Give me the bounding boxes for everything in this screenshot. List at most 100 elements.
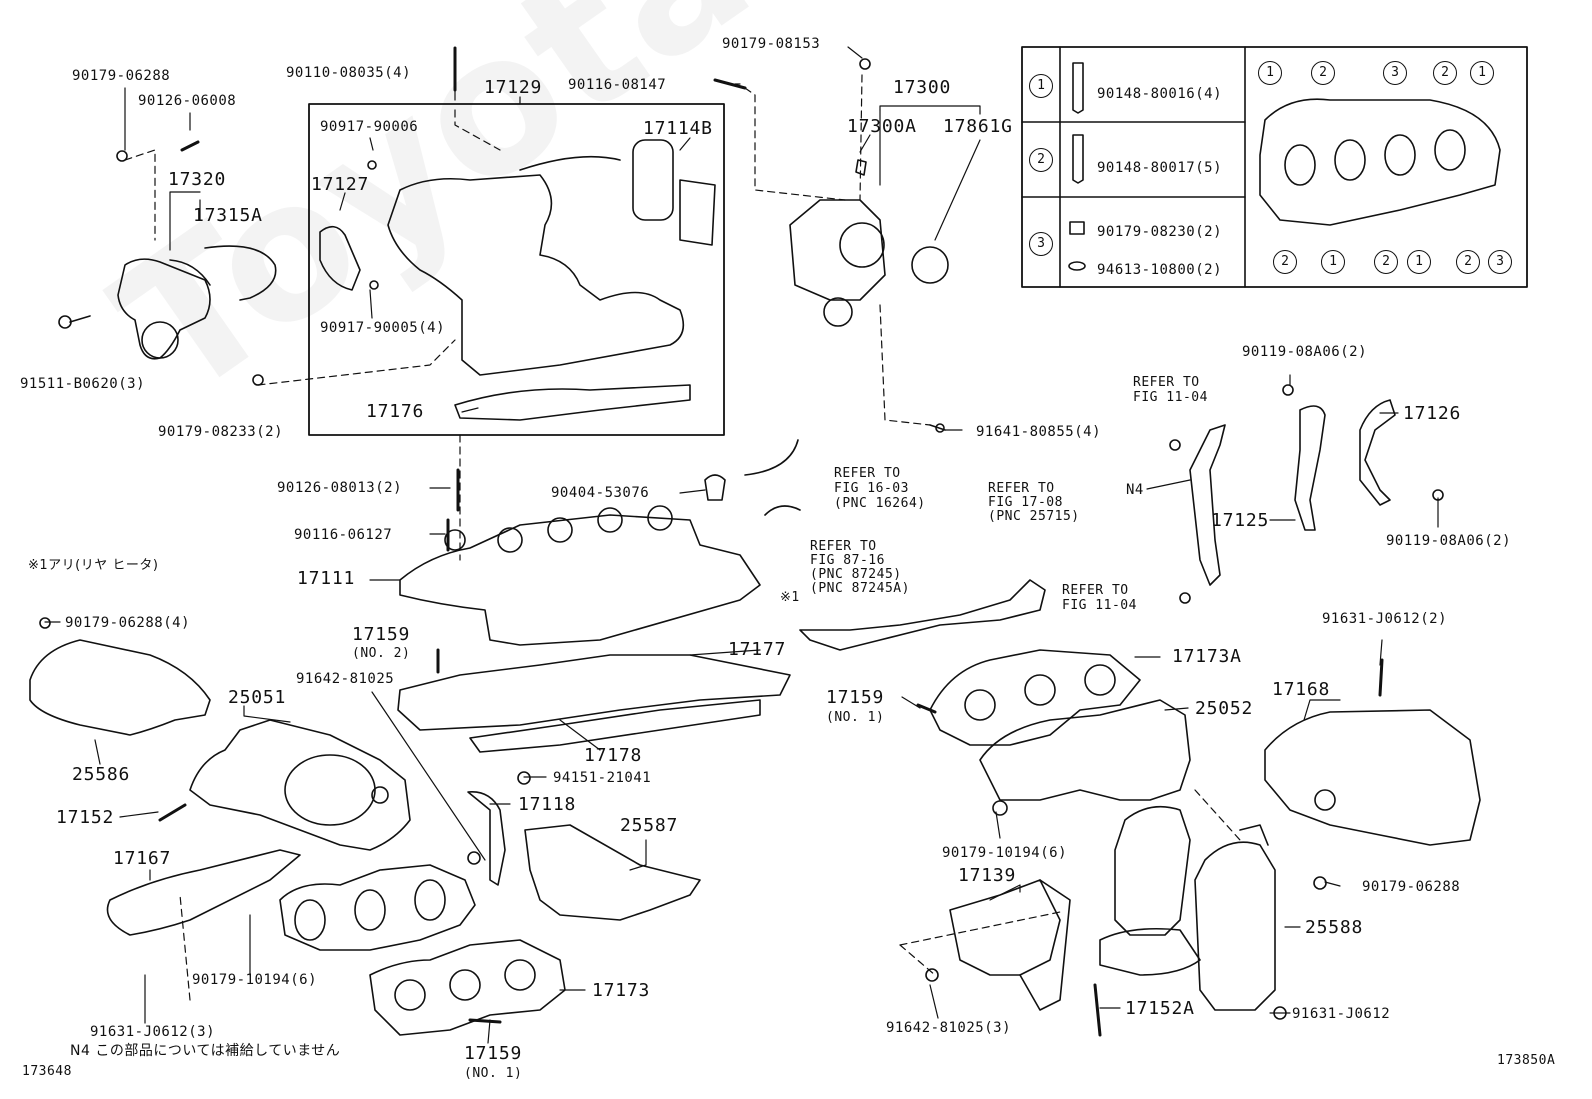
part-label-17176[interactable]: 17176 xyxy=(366,401,425,422)
gasket-mark-top-1: 1 xyxy=(1258,61,1282,85)
part-label-90119-08a06-bottom[interactable]: 90119-08A06(2) xyxy=(1386,533,1512,549)
intake-gaskets xyxy=(397,648,791,753)
part-label-90126-08013[interactable]: 90126-08013(2) xyxy=(277,480,403,496)
part-label-90116-08147[interactable]: 90116-08147 xyxy=(568,77,667,93)
gasket-mark-bottom-5: 2 xyxy=(1456,250,1480,274)
part-label-90116-06127[interactable]: 90116-06127 xyxy=(294,527,393,543)
part-label-17320[interactable]: 17320 xyxy=(168,169,227,190)
intake-manifold xyxy=(252,46,747,421)
part-label-17300a[interactable]: 17300A xyxy=(847,116,917,137)
gasket-mark-top-3: 3 xyxy=(1383,61,1407,85)
legend-row-number-2: 2 xyxy=(1029,148,1053,172)
part-label-90179-08233[interactable]: 90179-08233(2) xyxy=(158,424,284,440)
part-label-25586[interactable]: 25586 xyxy=(72,764,131,785)
dashed-assembly-lines xyxy=(124,74,1241,1001)
legend-part-90148-80017[interactable]: 90148-80017(5) xyxy=(1097,160,1223,176)
part-label-90917-90005[interactable]: 90917-90005(4) xyxy=(320,320,446,336)
part-label-90179-10194-left[interactable]: 90179-10194(6) xyxy=(192,972,318,988)
part-label-91631-j0612-2[interactable]: 91631-J0612(2) xyxy=(1322,611,1448,627)
part-label-17167[interactable]: 17167 xyxy=(113,848,172,869)
part-label-91631-j0612-3[interactable]: 91631-J0612(3) xyxy=(90,1024,216,1040)
part-label-17159-no2[interactable]: 17159 xyxy=(352,624,411,645)
gasket-mark-top-2: 2 xyxy=(1311,61,1335,85)
part-label-90179-10194-right[interactable]: 90179-10194(6) xyxy=(942,845,1068,861)
right-catalytic-converters xyxy=(992,800,1287,1037)
part-label-17129[interactable]: 17129 xyxy=(484,77,543,98)
legend-part-90148-80016[interactable]: 90148-80016(4) xyxy=(1097,86,1223,102)
part-label-91642-81025[interactable]: 91642-81025 xyxy=(296,671,395,687)
n4-supply-note: N4 この部品については補給していません xyxy=(70,1043,341,1059)
legend-part-94613-10800[interactable]: 94613-10800(2) xyxy=(1097,262,1223,278)
legend-gasket-figure xyxy=(1259,98,1501,226)
part-label-25587[interactable]: 25587 xyxy=(620,815,679,836)
part-label-17159-bottom[interactable]: 17159 xyxy=(464,1043,523,1064)
gasket-mark-top-5: 1 xyxy=(1470,61,1494,85)
part-label-90110-08035[interactable]: 90110-08035(4) xyxy=(286,65,412,81)
part-label-17111[interactable]: 17111 xyxy=(297,568,356,589)
part-label-90179-06288[interactable]: 90179-06288 xyxy=(72,68,171,84)
part-label-17177[interactable]: 17177 xyxy=(728,639,787,660)
part-label-17159-no1-sub: (NO. 1) xyxy=(826,710,885,725)
part-label-17139[interactable]: 17139 xyxy=(958,865,1017,886)
part-label-17152[interactable]: 17152 xyxy=(56,807,115,828)
mounting-brackets xyxy=(799,384,1444,651)
part-label-90179-08153[interactable]: 90179-08153 xyxy=(722,36,821,52)
gasket-mark-bottom-6: 3 xyxy=(1488,250,1512,274)
part-label-91641-80855[interactable]: 91641-80855(4) xyxy=(976,424,1102,440)
part-label-91511-b0620[interactable]: 91511-B0620(3) xyxy=(20,376,146,392)
part-label-17126[interactable]: 17126 xyxy=(1403,403,1462,424)
part-label-17168[interactable]: 17168 xyxy=(1272,679,1331,700)
part-label-91642-81025-3[interactable]: 91642-81025(3) xyxy=(886,1020,1012,1036)
figure-number-right: 173850A xyxy=(1497,1053,1556,1068)
rear-heater-note: ※1アリ(リヤ ヒータ) xyxy=(28,558,159,573)
part-label-17861g[interactable]: 17861G xyxy=(943,116,1013,137)
part-label-25051[interactable]: 25051 xyxy=(228,687,287,708)
legend-part-90179-08230[interactable]: 90179-08230(2) xyxy=(1097,224,1223,240)
intake-manifold-frame xyxy=(308,103,725,436)
part-label-90126-06008[interactable]: 90126-06008 xyxy=(138,93,237,109)
gasket-mark-top-4: 2 xyxy=(1433,61,1457,85)
part-label-94151-21041[interactable]: 94151-21041 xyxy=(553,770,652,786)
left-exhaust-gasket xyxy=(369,939,566,1036)
part-label-17114b[interactable]: 17114B xyxy=(643,118,713,139)
part-label-17315a[interactable]: 17315A xyxy=(193,205,263,226)
part-label-17173a[interactable]: 17173A xyxy=(1172,646,1242,667)
left-exhaust-manifold xyxy=(106,849,476,951)
part-label-90404-53076[interactable]: 90404-53076 xyxy=(551,485,650,501)
part-label-n4: N4 xyxy=(1126,482,1144,498)
part-label-17173[interactable]: 17173 xyxy=(592,980,651,1001)
part-label-17159-no1[interactable]: 17159 xyxy=(826,687,885,708)
gasket-mark-bottom-3: 2 xyxy=(1374,250,1398,274)
part-label-17152a[interactable]: 17152A xyxy=(1125,998,1195,1019)
center-heat-insulator xyxy=(467,771,701,921)
gasket-mark-bottom-4: 1 xyxy=(1407,250,1431,274)
part-label-90179-06288-4[interactable]: 90179-06288(4) xyxy=(65,615,191,631)
part-label-25052[interactable]: 25052 xyxy=(1195,698,1254,719)
part-label-17118[interactable]: 17118 xyxy=(518,794,577,815)
gasket-mark-bottom-1: 2 xyxy=(1273,250,1297,274)
part-label-91631-j0612[interactable]: 91631-J0612 xyxy=(1292,1006,1391,1022)
figure-number-left: 173648 xyxy=(22,1064,72,1079)
part-label-17300[interactable]: 17300 xyxy=(893,77,952,98)
throttle-body xyxy=(789,58,949,433)
part-label-17178[interactable]: 17178 xyxy=(584,745,643,766)
left-catalytic-converter xyxy=(158,719,411,851)
part-label-90119-08a06-top[interactable]: 90119-08A06(2) xyxy=(1242,344,1368,360)
bolt-legend-table xyxy=(1021,46,1528,288)
right-exhaust-manifold xyxy=(916,649,1191,801)
gasket-mark-bottom-2: 1 xyxy=(1321,250,1345,274)
part-label-25588[interactable]: 25588 xyxy=(1305,917,1364,938)
part-label-17127[interactable]: 17127 xyxy=(311,174,370,195)
part-label-90179-06288-right[interactable]: 90179-06288 xyxy=(1362,879,1461,895)
part-label-90917-90006[interactable]: 90917-90006 xyxy=(320,119,419,135)
part-label-17125[interactable]: 17125 xyxy=(1211,510,1270,531)
isc-valve-assembly xyxy=(58,140,277,360)
legend-bolt-icons xyxy=(1068,62,1086,271)
part-label-17159-no2-sub: (NO. 2) xyxy=(352,646,411,661)
